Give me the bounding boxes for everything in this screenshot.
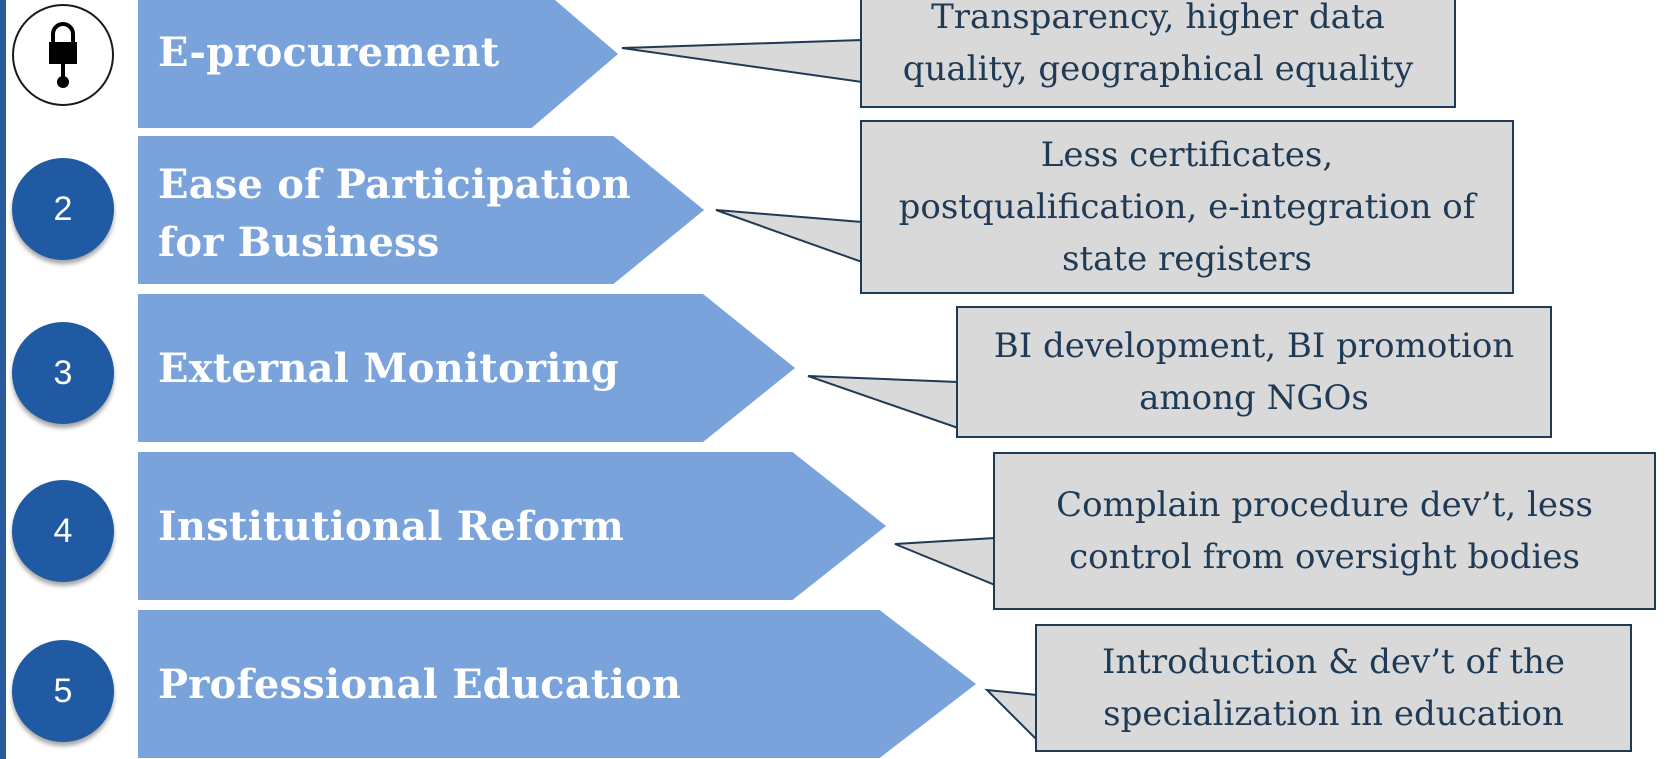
- step-2-title-line-2: for Business: [158, 219, 440, 266]
- step-3-marker: 3: [12, 322, 114, 424]
- step-2-callout: Less certificates, postqualification, e-…: [860, 120, 1514, 294]
- step-5-callout-line-1: Introduction & dev’t of the: [1101, 642, 1566, 682]
- step-2-callout-line-2: postqualification, e-integration of: [898, 187, 1476, 227]
- step-1-title: E-procurement: [158, 29, 500, 76]
- step-1-callout-line-1: Transparency, higher data: [931, 0, 1385, 37]
- left-accent-bar: [0, 0, 6, 759]
- step-3-callout: BI development, BI promotion among NGOs: [956, 306, 1552, 438]
- step-5-marker: 5: [12, 640, 114, 742]
- step-4-callout: Complain procedure dev’t, less control f…: [993, 452, 1656, 610]
- lock-icon: [49, 22, 77, 88]
- step-5-arrow: [138, 610, 976, 758]
- step-5-title: Professional Education: [158, 661, 682, 708]
- step-4-title: Institutional Reform: [158, 503, 624, 550]
- step-3-callout-line-2: among NGOs: [1139, 378, 1369, 418]
- step-4-arrow: [138, 452, 886, 600]
- callout-pointer-2: [715, 209, 863, 264]
- step-3-title: External Monitoring: [158, 345, 619, 392]
- step-3-callout-line-1: BI development, BI promotion: [993, 326, 1515, 366]
- callout-pointer-1: [621, 38, 863, 84]
- step-1-callout: Transparency, higher data quality, geogr…: [860, 0, 1456, 108]
- step-2-arrow: [138, 136, 704, 284]
- step-5-callout-line-2: specialization in education: [1103, 694, 1564, 734]
- step-4-callout-line-2: control from oversight bodies: [1069, 537, 1580, 577]
- callout-pointer-3: [807, 375, 959, 430]
- step-1-marker: [12, 4, 114, 106]
- step-4-marker: 4: [12, 480, 114, 582]
- step-1-arrow: [138, 0, 618, 128]
- callout-pointer-5: [984, 688, 1038, 743]
- step-2-marker: 2: [12, 158, 114, 260]
- step-3-arrow: [138, 294, 795, 442]
- callout-pointer-4: [894, 536, 996, 587]
- step-5-callout: Introduction & dev’t of the specializati…: [1035, 624, 1632, 752]
- step-2-title: Ease of Participation for Business: [158, 156, 631, 272]
- step-4-callout-line-1: Complain procedure dev’t, less: [1056, 485, 1593, 525]
- step-1-callout-line-2: quality, geographical equality: [902, 49, 1414, 89]
- step-2-callout-line-3: state registers: [1062, 239, 1312, 279]
- step-2-callout-line-1: Less certificates,: [1040, 135, 1334, 175]
- step-2-title-line-1: Ease of Participation: [158, 161, 631, 208]
